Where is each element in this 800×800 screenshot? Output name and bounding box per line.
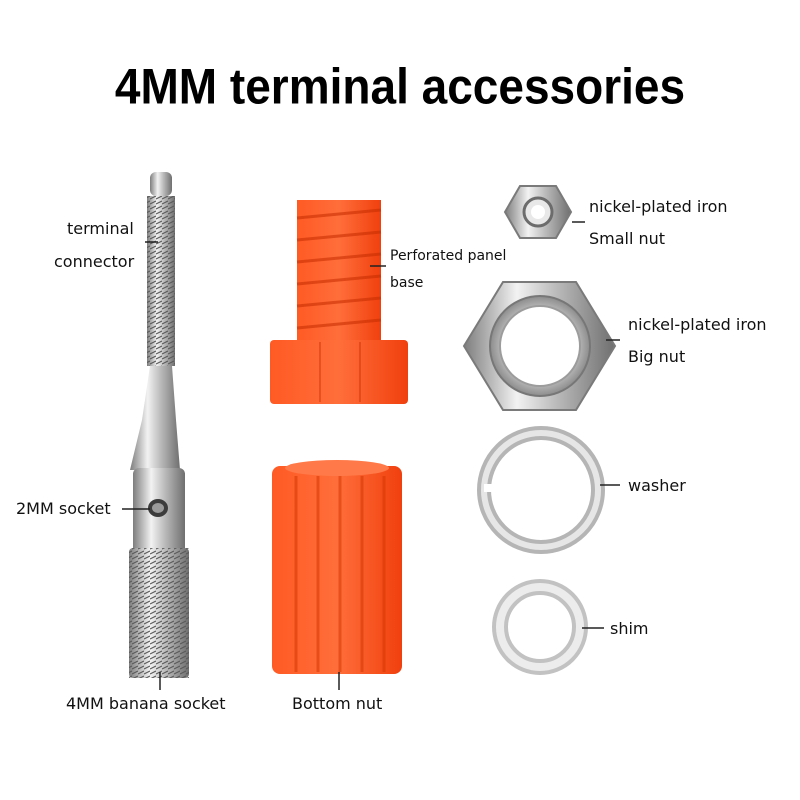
label-base: base xyxy=(390,275,424,291)
shim xyxy=(492,579,588,675)
label-small-nut: Small nut xyxy=(589,229,666,248)
leader-lines xyxy=(122,221,620,690)
label-shim: shim xyxy=(610,619,649,638)
washer xyxy=(477,426,605,554)
page-title: 4MM terminal accessories xyxy=(114,57,686,115)
label-big-nut: Big nut xyxy=(628,347,686,366)
label-terminal: terminal xyxy=(67,219,134,238)
label-big-nut-material: nickel-plated iron xyxy=(628,315,767,334)
label-4mm-banana-socket: 4MM banana socket xyxy=(66,694,226,713)
panel-base xyxy=(270,200,408,404)
label-bottom-nut: Bottom nut xyxy=(292,694,383,713)
big-nut xyxy=(462,281,617,411)
terminal-connector xyxy=(129,172,189,678)
bottom-nut xyxy=(272,460,402,674)
label-small-nut-material: nickel-plated iron xyxy=(589,197,728,216)
label-perforated-panel: Perforated panel xyxy=(390,248,507,264)
small-nut xyxy=(503,185,573,239)
label-connector: connector xyxy=(54,252,135,271)
label-washer: washer xyxy=(628,476,686,495)
label-2mm-socket: 2MM socket xyxy=(16,499,111,518)
